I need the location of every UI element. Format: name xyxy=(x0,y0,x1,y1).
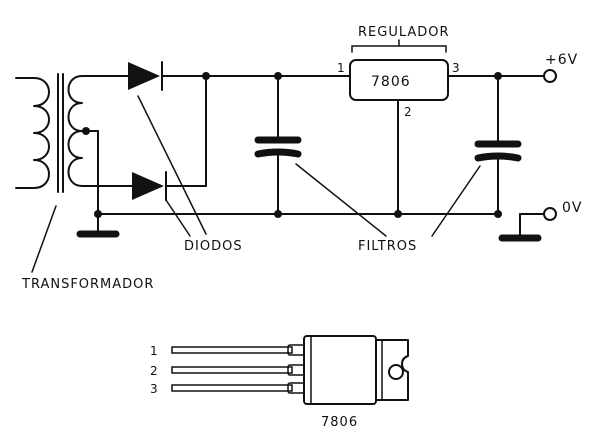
package-pin-1-label: 1 xyxy=(150,344,158,358)
regulator-part-label: 7806 xyxy=(371,74,411,90)
regulator-pin-1-label: 1 xyxy=(337,61,345,75)
junction-dot xyxy=(394,210,402,218)
transformer-primary-coil xyxy=(15,77,50,189)
junction-dot xyxy=(274,72,282,80)
regulator-pin-2-label: 2 xyxy=(404,105,412,119)
package-part-label: 7806 xyxy=(321,415,358,430)
transformer xyxy=(15,73,101,193)
mounting-hole xyxy=(388,364,404,380)
regulator-package xyxy=(171,335,409,405)
regulator-pin-3-label: 3 xyxy=(452,61,460,75)
filter-capacitor-1 xyxy=(254,136,302,158)
diode-bottom xyxy=(132,171,167,201)
junction-dot xyxy=(494,72,502,80)
output-ground-label: 0V xyxy=(562,200,582,216)
filter-capacitor-2 xyxy=(474,140,522,162)
junction-dot xyxy=(94,210,102,218)
filters-label: FILTROS xyxy=(358,239,417,254)
transformer-label: TRANSFORMADOR xyxy=(21,277,154,292)
diodes-label: DIODOS xyxy=(184,239,243,254)
output-positive-label: +6V xyxy=(545,52,578,68)
wiring xyxy=(76,75,545,242)
leader-lines xyxy=(31,95,481,273)
regulator-block: 7806 xyxy=(349,39,449,101)
output-terminal-ground xyxy=(543,207,557,221)
regulator-title-label: REGULADOR xyxy=(358,25,450,40)
junction-dot xyxy=(82,127,90,135)
package-pin-2-label: 2 xyxy=(150,364,158,378)
package-pin-3-label: 3 xyxy=(150,382,158,396)
junction-dot xyxy=(274,210,282,218)
output-terminal-positive xyxy=(543,69,557,83)
diode-top xyxy=(128,61,163,91)
junction-dot xyxy=(494,210,502,218)
junction-dot xyxy=(202,72,210,80)
